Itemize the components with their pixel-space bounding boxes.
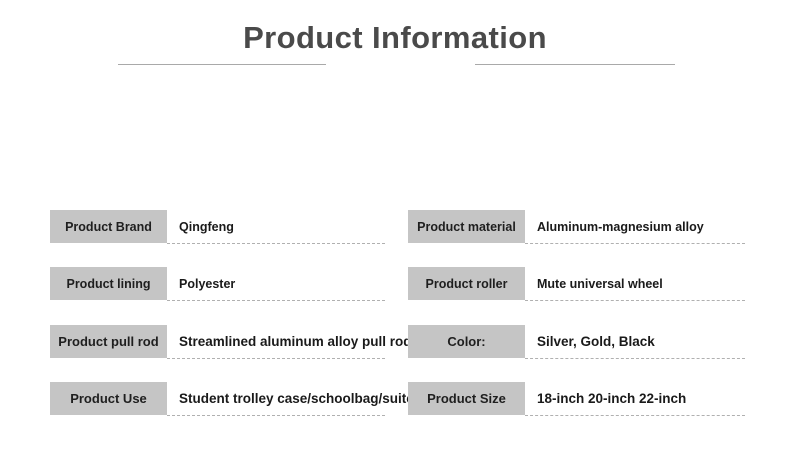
spec-value-product-material: Aluminum-magnesium alloy <box>537 220 704 234</box>
spec-value-product-pull-rod: Streamlined aluminum alloy pull rod <box>179 334 412 349</box>
product-spec-table: Product Brand Qingfeng Product lining Po… <box>0 200 790 450</box>
spec-value-underline <box>525 358 745 359</box>
spec-value-cell: Aluminum-magnesium alloy <box>525 210 745 250</box>
spec-value-underline <box>525 300 745 301</box>
spec-value-cell: Student trolley case/schoolbag/suitcase <box>167 382 436 422</box>
spec-value-underline <box>525 243 745 244</box>
spec-value-cell: Mute universal wheel <box>525 267 745 307</box>
spec-label-color: Color: <box>408 325 525 358</box>
spec-label-product-size: Product Size <box>408 382 525 415</box>
spec-value-cell: 18-inch 20-inch 22-inch <box>525 382 745 422</box>
spec-label-product-lining: Product lining <box>50 267 167 300</box>
spec-value-product-use: Student trolley case/schoolbag/suitcase <box>179 391 437 406</box>
page-header: Product Information <box>0 0 790 80</box>
spec-label-product-use: Product Use <box>50 382 167 415</box>
spec-value-product-lining: Polyester <box>179 277 236 291</box>
spec-value-cell: Silver, Gold, Black <box>525 325 745 365</box>
spec-value-underline <box>167 415 385 416</box>
spec-value-product-size: 18-inch 20-inch 22-inch <box>537 391 687 406</box>
spec-label-product-material: Product material <box>408 210 525 243</box>
spec-label-product-brand: Product Brand <box>50 210 167 243</box>
spec-value-cell: Qingfeng <box>167 210 385 250</box>
title-rule-right <box>475 64 675 65</box>
spec-value-underline <box>167 358 385 359</box>
spec-value-color: Silver, Gold, Black <box>537 334 655 349</box>
spec-label-product-roller: Product roller <box>408 267 525 300</box>
spec-value-underline <box>167 243 385 244</box>
page-title: Product Information <box>243 20 547 55</box>
spec-value-cell: Polyester <box>167 267 385 307</box>
spec-value-product-brand: Qingfeng <box>179 220 234 234</box>
spec-value-cell: Streamlined aluminum alloy pull rod <box>167 325 412 365</box>
spec-value-product-roller: Mute universal wheel <box>537 277 663 291</box>
title-rule-left <box>118 64 326 65</box>
spec-label-product-pull-rod: Product pull rod <box>50 325 167 358</box>
spec-value-underline <box>167 300 385 301</box>
spec-value-underline <box>525 415 745 416</box>
